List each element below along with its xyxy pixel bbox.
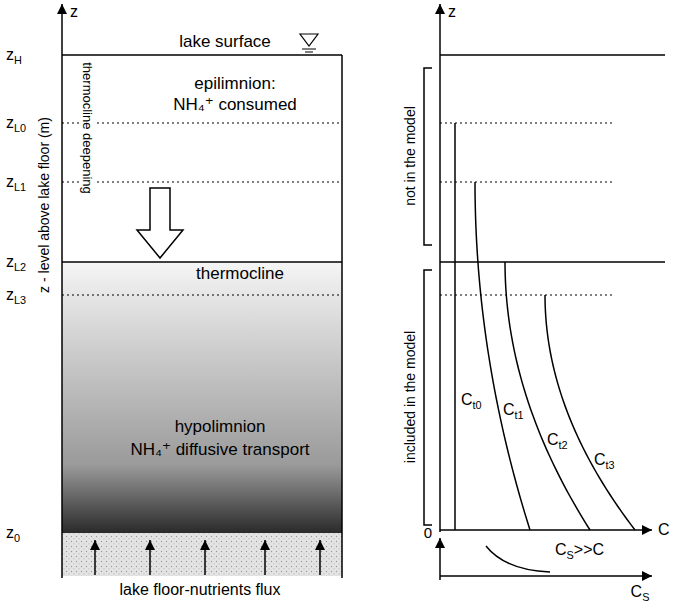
lake-floor-band xyxy=(62,533,342,576)
level-line xyxy=(62,182,342,183)
level-label: zL3 xyxy=(6,286,26,304)
cs-profile xyxy=(486,546,550,572)
flux-arrow xyxy=(264,540,266,575)
curve-label: Ct0 xyxy=(461,391,482,409)
curve-label: Ct3 xyxy=(594,451,615,469)
hypolimnion-region: thermocline hypolimnionNH₄⁺ diffusive tra… xyxy=(62,262,342,533)
level-label: zL1 xyxy=(6,173,26,191)
level-line xyxy=(440,123,612,124)
level-label: zL2 xyxy=(6,253,26,271)
region-label: NH₄⁺ consumed xyxy=(173,95,297,115)
flux-arrow xyxy=(319,540,321,575)
region-label: epilimnion: xyxy=(194,74,275,94)
cs-axis xyxy=(439,538,441,580)
region-label: lake floor-nutrients flux xyxy=(120,581,281,599)
z-axis xyxy=(439,4,441,532)
water-level-symbol xyxy=(302,49,316,50)
deepening-arrow xyxy=(137,188,183,258)
lake-floor-band: lake floor-nutrients flux xyxy=(62,533,342,576)
lake-surface-line xyxy=(62,54,342,56)
water-level-symbol xyxy=(305,52,313,53)
region-label: thermocline xyxy=(196,264,284,284)
axis-label: CS xyxy=(631,583,650,601)
region-label: hypolimnion xyxy=(175,417,266,437)
thermocline-line xyxy=(440,261,665,263)
axis-title: z - level above lake floor (m) xyxy=(36,117,52,293)
region-label: NH₄⁺ diffusive transport xyxy=(130,440,309,460)
bracket-label: not in the model xyxy=(402,106,418,206)
profile-curve xyxy=(454,123,456,530)
surface-label: lake surface xyxy=(179,32,271,52)
c-axis xyxy=(440,529,652,531)
lake-wall xyxy=(341,55,343,578)
bracket xyxy=(424,68,432,245)
bracket xyxy=(424,270,432,525)
axis-label: C xyxy=(658,521,670,539)
level-line xyxy=(62,123,342,124)
flux-arrows xyxy=(95,540,320,575)
axis-label: 0 xyxy=(424,524,432,541)
cs-axis xyxy=(440,575,652,577)
level-line xyxy=(62,295,342,296)
profile-curve xyxy=(545,295,635,530)
level-line xyxy=(440,54,665,56)
flux-arrow xyxy=(204,540,206,575)
profile-curve xyxy=(505,262,590,530)
axis-label: z xyxy=(448,3,456,21)
z-axis xyxy=(61,4,63,578)
axis-label: z xyxy=(70,3,78,21)
profile-curve xyxy=(475,182,530,530)
level-line xyxy=(440,295,612,296)
level-label: zH xyxy=(6,46,22,64)
thermocline-line xyxy=(62,261,342,263)
process-label: thermocline deepening xyxy=(80,59,95,197)
level-line xyxy=(440,182,612,183)
bracket-label: included in the model xyxy=(402,331,418,463)
curve-label: Ct2 xyxy=(547,431,568,449)
curve-label: Ct1 xyxy=(503,401,524,419)
level-label: z0 xyxy=(6,524,20,542)
epilimnion-region: epilimnion:NH₄⁺ consumed xyxy=(62,55,342,262)
flux-arrow xyxy=(94,540,96,575)
level-label: zL0 xyxy=(6,114,26,132)
concentration-profiles xyxy=(455,123,635,530)
water-level-symbol xyxy=(300,34,318,46)
hypolimnion-band xyxy=(62,262,342,533)
flux-arrow xyxy=(149,540,151,575)
note-label: CS>>C xyxy=(555,541,604,559)
